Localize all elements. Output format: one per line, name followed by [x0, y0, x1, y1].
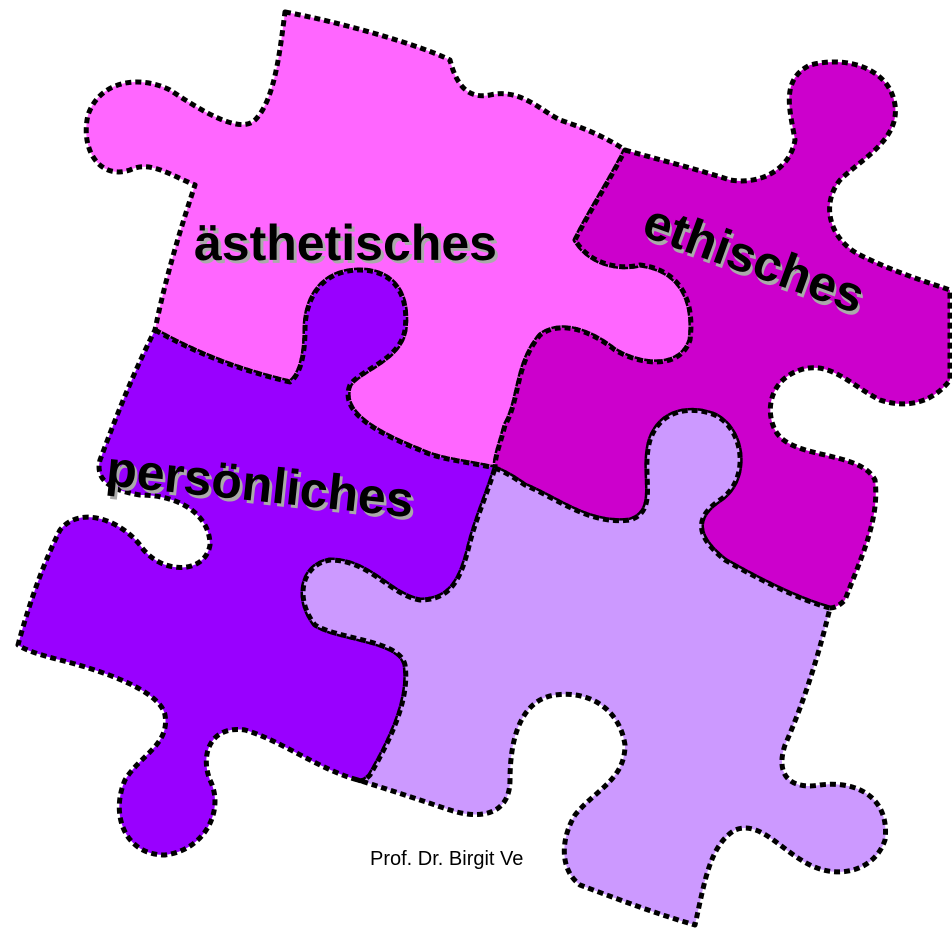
label-aesthetic: ästhetisches [194, 215, 497, 271]
author-footer: Prof. Dr. Birgit Ve [370, 848, 523, 871]
label-aesthetic-group: ästhetisches ästhetisches [194, 215, 500, 274]
